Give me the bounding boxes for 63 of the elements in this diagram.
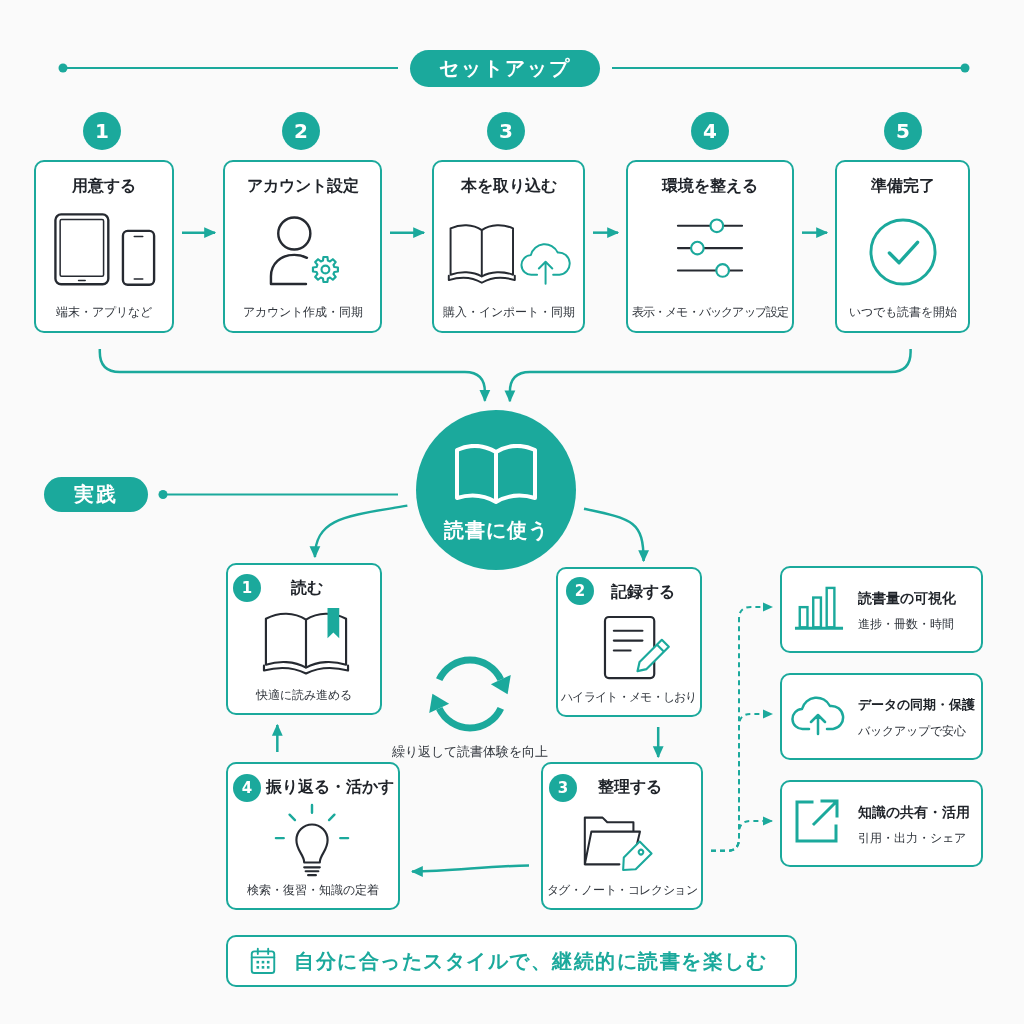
arrow: [310, 504, 408, 559]
feature-caption: 進捗・冊数・時間: [858, 616, 954, 632]
step-number: 2: [566, 577, 594, 605]
step-card: [626, 160, 794, 333]
stage-card: [556, 567, 702, 717]
step-number: 2: [282, 112, 320, 150]
arrow: [271, 723, 283, 752]
step-title: 準備完了: [870, 175, 935, 197]
stage-title: 整理する: [598, 776, 662, 798]
summary-banner: [226, 935, 797, 987]
step-card: [432, 160, 585, 333]
step-caption: 表示・メモ・バックアップ設定: [631, 304, 789, 320]
step-card: [835, 160, 970, 333]
arrow: [390, 227, 426, 239]
feature-card: [780, 673, 983, 760]
stage-card: [226, 762, 400, 910]
step-number: 4: [233, 774, 261, 802]
step-title: 環境を整える: [662, 175, 758, 197]
step-title: 本を取り込む: [460, 175, 557, 197]
feature-card: [780, 780, 983, 867]
arrow: [182, 227, 217, 239]
feature-title: データの同期・保護: [858, 696, 975, 714]
stage-card: [541, 762, 703, 910]
arrow: [98, 349, 491, 402]
stage-caption: 検索・復習・知識の定着: [247, 882, 379, 898]
step-caption: 購入・インポート・同期: [442, 304, 575, 320]
hub-title: 読書に使う: [443, 518, 549, 542]
arrow: [410, 864, 529, 877]
summary-text: 自分に合ったスタイルで、継続的に読書を楽しむ: [294, 948, 767, 974]
step-number: 1: [83, 112, 121, 150]
step-title: アカウント設定: [246, 175, 359, 197]
feature-caption: バックアップで安心: [858, 723, 966, 739]
stage-caption: 快適に読み進める: [256, 687, 352, 703]
step-title: 用意する: [72, 175, 136, 197]
stage-title: 記録する: [611, 581, 675, 603]
arrow: [802, 227, 829, 239]
section-tag: 実践: [44, 477, 148, 512]
step-caption: アカウント作成・同期: [242, 304, 363, 320]
arrow: [652, 727, 664, 759]
arrow: [504, 349, 912, 403]
feature-caption: 引用・出力・シェア: [858, 830, 966, 846]
step-card: [34, 160, 174, 333]
step-caption: いつでも読書を開始: [848, 304, 957, 320]
stage-title: 振り返る・活かす: [266, 776, 394, 798]
arrow: [583, 507, 649, 563]
arrow: [593, 227, 620, 239]
section-tag: セットアップ: [410, 50, 600, 87]
cycle-caption: 繰り返して読書体験を向上: [392, 743, 548, 761]
stage-caption: タグ・ノート・コレクション: [546, 882, 698, 898]
step-number: 3: [549, 774, 577, 802]
step-number: 1: [233, 574, 261, 602]
feature-title: 知識の共有・活用: [858, 803, 970, 822]
stage-caption: ハイライト・メモ・しおり: [561, 689, 697, 705]
step-number: 4: [691, 112, 729, 150]
stage-title: 読む: [291, 577, 323, 599]
step-caption: 端末・アプリなど: [56, 304, 152, 320]
feature-card: [780, 566, 983, 653]
stage-card: [226, 563, 382, 715]
step-card: [223, 160, 382, 333]
dashed-arrow: [710, 816, 773, 852]
step-number: 5: [884, 112, 922, 150]
feature-title: 読書量の可視化: [858, 589, 956, 608]
step-number: 3: [487, 112, 525, 150]
